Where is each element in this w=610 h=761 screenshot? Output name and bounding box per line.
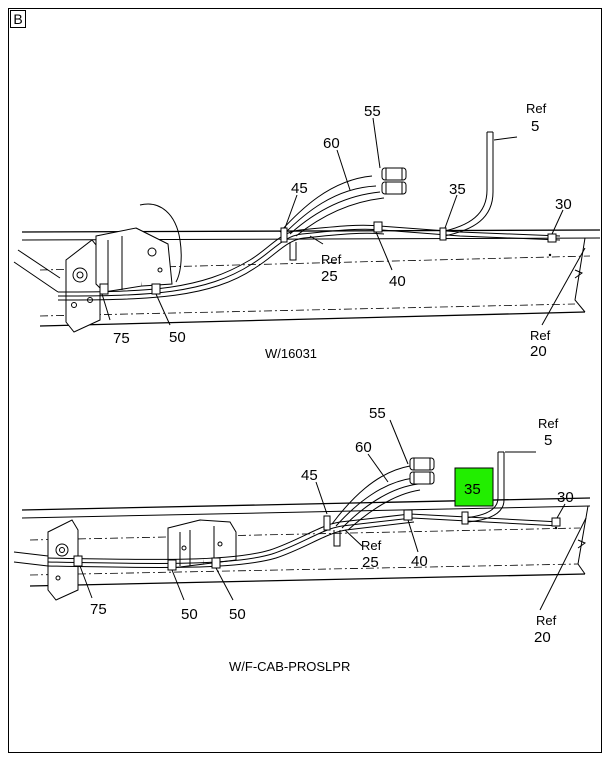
callout-ref5-num: 5 (531, 118, 539, 135)
callouts-bottom: 55 60 45 35 30 Ref 5 Ref 25 40 Ref 20 75… (90, 405, 574, 646)
frame-rail-bottom (21, 497, 591, 587)
connector-55-top (381, 167, 407, 195)
leader-lines-top (101, 117, 586, 326)
callout-ref25-num: 25 (321, 268, 338, 285)
callout-ref5-num: 5 (544, 432, 552, 449)
callout-ref25-num: 25 (362, 554, 379, 571)
mount-bracket-bottom (13, 519, 237, 601)
leader-lines-bottom (79, 419, 587, 611)
view-caption-top: W/16031 (265, 346, 317, 361)
callouts-top: 55 60 45 35 30 Ref 5 Ref 25 40 Ref 20 75… (113, 101, 572, 360)
drawing-frame (8, 8, 602, 753)
callout-75: 75 (90, 601, 107, 618)
callout-50-right: 50 (229, 606, 246, 623)
callout-60: 60 (355, 439, 372, 456)
callout-55: 55 (369, 405, 386, 422)
callout-ref25-ref: Ref (361, 538, 382, 553)
callout-50: 50 (169, 329, 186, 346)
callout-40: 40 (389, 273, 406, 290)
callout-ref20-num: 20 (534, 629, 551, 646)
highlight-box-35 (454, 467, 494, 507)
callout-35-highlighted: 35 (464, 481, 481, 498)
callout-ref5-ref: Ref (526, 101, 547, 116)
callout-55: 55 (364, 103, 381, 120)
callout-60: 60 (323, 135, 340, 152)
view-caption-bottom: W/F-CAB-PROSLPR (229, 659, 350, 674)
callout-ref20-ref: Ref (530, 328, 551, 343)
callout-75: 75 (113, 330, 130, 347)
callout-45: 45 (301, 467, 318, 484)
top-view: 55 60 45 35 30 Ref 5 Ref 25 40 Ref 20 75… (13, 101, 601, 361)
callout-45: 45 (291, 180, 308, 197)
connector-55-bottom (409, 457, 435, 485)
callout-40: 40 (411, 553, 428, 570)
mount-bracket-top (13, 203, 182, 333)
callout-35: 35 (449, 181, 466, 198)
callout-30: 30 (557, 489, 574, 506)
callout-50-left: 50 (181, 606, 198, 623)
wire-harness-top (57, 131, 561, 301)
callout-ref25-ref: Ref (321, 252, 342, 267)
callout-30: 30 (555, 196, 572, 213)
callout-ref5-ref: Ref (538, 416, 559, 431)
sheet-tag: B (10, 10, 26, 28)
callout-ref20-ref: Ref (536, 613, 557, 628)
clip-set-bottom (73, 509, 561, 571)
callout-ref20-num: 20 (530, 343, 547, 360)
bottom-view: 55 60 45 35 30 Ref 5 Ref 25 40 Ref 20 75… (13, 405, 591, 674)
